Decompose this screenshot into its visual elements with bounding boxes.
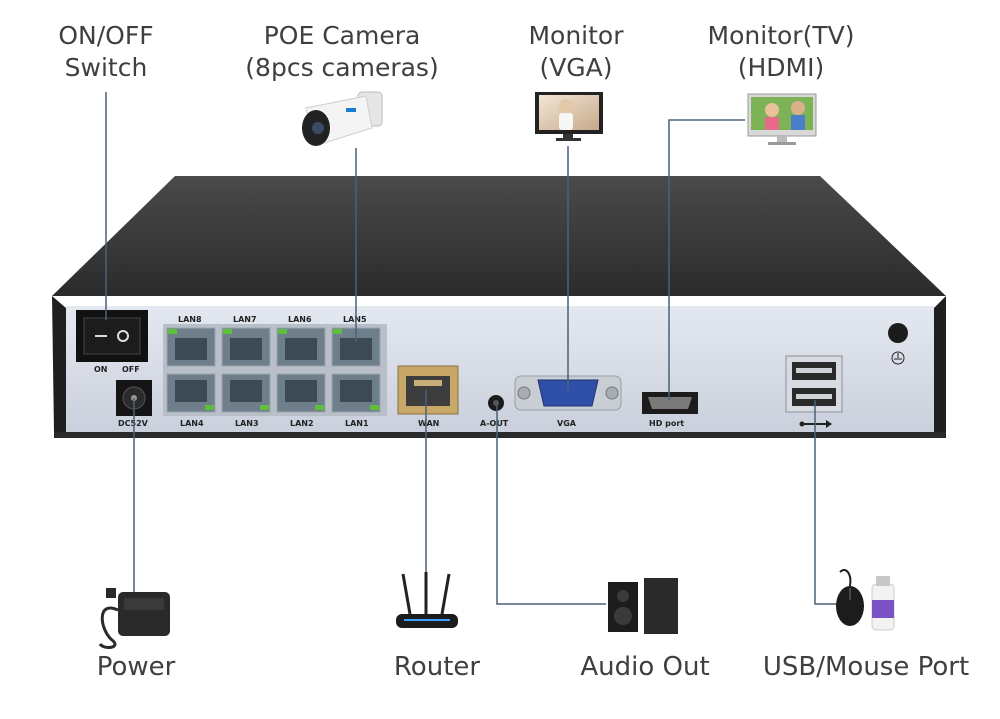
vga-monitor-callout: Monitor (VGA) [528, 20, 623, 84]
usb-flash-drive-icon [871, 576, 895, 631]
router-label: Router [393, 652, 481, 682]
switch-callout-line2: Switch [64, 53, 148, 82]
lan-port-block [163, 324, 387, 416]
camera-callout-line1: POE Camera [263, 21, 421, 50]
wan-label: WAN [418, 419, 439, 428]
hdmi-connector-line [668, 119, 745, 400]
switch-off-label: OFF [122, 365, 140, 374]
vga-monitor-callout-line2: (VGA) [539, 53, 613, 82]
lan-port-2 [276, 373, 326, 413]
switch-callout-line1: ON/OFF [58, 21, 154, 50]
nvr-right-side [934, 296, 946, 432]
lan2-label: LAN2 [290, 419, 314, 428]
lan6-label: LAN6 [288, 315, 312, 324]
hdmi-port [642, 392, 698, 414]
audio-out-label: Audio Out [580, 652, 710, 682]
aout-label: A-OUT [480, 419, 509, 428]
lan-port-8 [166, 327, 216, 367]
power-switch [76, 310, 148, 362]
usb-symbol-icon [799, 420, 832, 428]
lan-port-1 [331, 373, 381, 413]
camera-callout-line2: (8pcs cameras) [245, 53, 439, 82]
vga-label: VGA [557, 419, 577, 428]
hdmi-monitor-callout: Monitor(TV) (HDMI) [708, 20, 855, 84]
hdmi-monitor-callout-line2: (HDMI) [737, 53, 825, 82]
lan-port-3 [221, 373, 271, 413]
switch-callout: ON/OFF Switch [58, 20, 153, 84]
mouse-icon [836, 568, 864, 626]
nvr-left-side [52, 296, 66, 432]
nvr-bottom-edge [54, 432, 946, 438]
lan-port-5 [331, 327, 381, 367]
lan7-label: LAN7 [233, 315, 257, 324]
nvr-top-face [52, 176, 946, 296]
vga-monitor-icon [535, 92, 603, 141]
usb-ports [785, 355, 843, 413]
power-label: Power [96, 652, 176, 682]
ground-terminal-icon [888, 323, 908, 365]
lan-port-6 [276, 327, 326, 367]
switch-on-label: ON [94, 365, 108, 374]
hdmi-monitor-icon [747, 93, 817, 145]
audio-connector-line [496, 404, 606, 605]
usb-connector-line [814, 400, 838, 605]
hdmi-monitor-callout-line1: Monitor(TV) [707, 21, 855, 50]
usb-mouse-port-label: USB/Mouse Port [762, 652, 970, 682]
poe-camera-icon [302, 91, 383, 147]
audio-out-jack [488, 395, 504, 411]
power-adapter-icon [98, 588, 170, 649]
connector-lines [105, 92, 838, 605]
router-icon [396, 572, 458, 628]
lan3-label: LAN3 [235, 419, 259, 428]
camera-callout: POE Camera (8pcs cameras) [245, 20, 438, 84]
speakers-icon [608, 578, 678, 634]
vga-monitor-callout-line1: Monitor [528, 21, 624, 50]
wan-port [397, 365, 459, 415]
lan-port-7 [221, 327, 271, 367]
lan-port-4 [166, 373, 216, 413]
lan1-label: LAN1 [345, 419, 369, 428]
hd-port-label: HD port [649, 419, 684, 428]
vga-port [514, 375, 622, 411]
lan5-label: LAN5 [343, 315, 367, 324]
lan8-label: LAN8 [178, 315, 202, 324]
lan4-label: LAN4 [180, 419, 204, 428]
